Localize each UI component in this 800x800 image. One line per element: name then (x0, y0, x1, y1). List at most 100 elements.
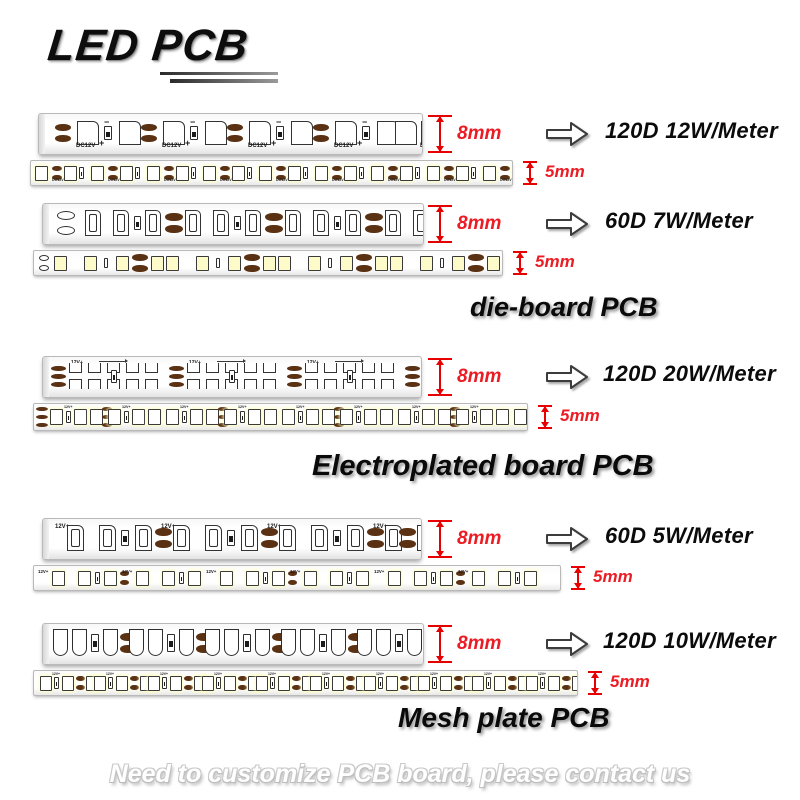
ic-chip (104, 258, 108, 268)
resistor (332, 175, 342, 180)
board-marking-dc12v: DC12V (76, 143, 96, 149)
resistor (184, 685, 193, 690)
ic-chip-body (236, 221, 239, 227)
pad-inner (209, 529, 218, 547)
ic-chip-body (361, 172, 362, 177)
resistor (244, 254, 260, 261)
resistor (102, 407, 112, 411)
resistor (108, 175, 118, 180)
led-chip (91, 166, 104, 181)
led-chip (375, 256, 388, 271)
led-chip (340, 409, 353, 425)
pad-inner (249, 214, 257, 232)
resistor (334, 415, 344, 419)
resistor (456, 580, 465, 585)
ic-chip (415, 167, 420, 179)
resistor (367, 528, 384, 536)
led-chip (304, 571, 317, 586)
dimension-line (544, 405, 546, 429)
board-marking-12v: 12V+ (538, 672, 547, 676)
pad-inner (177, 529, 186, 547)
solder-pad-lower (126, 379, 139, 389)
resistor (334, 423, 344, 427)
ic-chip (179, 572, 184, 584)
ic-chip-body (192, 131, 196, 137)
resistor (450, 407, 460, 411)
resistor (365, 213, 383, 221)
pcb-board-top-60d-5w: 12V+12V+12V+12V+ (42, 518, 422, 560)
led-chip (278, 256, 291, 271)
right-arrow-icon (545, 211, 589, 237)
pcb-trace (335, 361, 361, 362)
solder-pad-upper (324, 363, 337, 373)
led-chip (120, 166, 133, 181)
dimension-arrow-up (591, 672, 599, 678)
resistor (196, 633, 212, 641)
pad-inner (289, 214, 297, 232)
resistor (450, 415, 460, 419)
led-chip (116, 676, 128, 691)
ic-chip-body (321, 641, 325, 648)
led-chip (224, 409, 237, 425)
resistor (130, 676, 139, 681)
resistor (52, 175, 62, 180)
dimension-line (439, 205, 441, 243)
dimension-line (519, 251, 521, 275)
spec-label-120d-10w: 120D 10W/Meter (603, 628, 776, 653)
brand-logo: LED PCB (45, 21, 308, 92)
resistor (165, 213, 183, 221)
dimension-arrow-down (436, 146, 444, 152)
spec-label-60d-7w: 60D 7W/Meter (605, 208, 753, 233)
ic-chip-body (184, 416, 185, 421)
led-chip (440, 676, 452, 691)
led-chip (390, 256, 403, 271)
led-chip (398, 409, 411, 425)
led-chip (108, 409, 121, 425)
solder-pad-lower (88, 379, 101, 389)
resistor (468, 265, 484, 272)
ic-chip (167, 634, 175, 652)
solder-pad (417, 525, 421, 551)
resistor (272, 645, 288, 653)
ic-chip (182, 411, 187, 423)
solder-pad-lower (305, 379, 318, 389)
solder-pad-upper (263, 363, 276, 373)
resistor (196, 645, 212, 653)
ic-chip-body (300, 416, 301, 421)
led-chip (50, 409, 63, 425)
section-title-mesh-plate: Mesh plate PCB (398, 702, 610, 733)
dimension-arrow-down (591, 688, 599, 694)
resistor (218, 415, 228, 419)
resistor (332, 166, 342, 171)
resistor (220, 166, 230, 171)
solder-pad-upper (244, 363, 257, 373)
dimension-arrow-down (574, 583, 582, 589)
led-chip (256, 676, 268, 691)
dimension-arrow-up (436, 521, 444, 527)
right-arrow-icon (545, 364, 589, 390)
dimension-label-8mm: 8mm (457, 633, 502, 654)
led-chip (480, 409, 493, 425)
row-120d-20w: 12V+WC12V+WC12V+WC12V+WC 8mm 120D 20W/Me… (0, 356, 800, 402)
pad-inner (217, 214, 225, 232)
board-cap-left (39, 114, 45, 154)
ic-chip-body (97, 577, 98, 582)
resistor (130, 685, 139, 690)
dimension-line (439, 520, 441, 558)
ic-chip-body (126, 416, 127, 421)
board-marking-dc12v: DC12V (444, 178, 456, 182)
resistor (132, 254, 148, 261)
ic-chip (431, 572, 436, 584)
board-marking-12v: 12V+ (160, 672, 169, 676)
board-marking-dc12v: DC12V (162, 143, 182, 149)
resistor (276, 166, 286, 171)
pcb-trace (217, 361, 243, 362)
ic-chip (356, 411, 361, 423)
resistor (365, 225, 383, 233)
solder-pad-oval (57, 226, 75, 235)
resistor (102, 415, 112, 419)
led-chip (40, 676, 52, 691)
resistor (500, 166, 510, 171)
ic-chip-body (349, 375, 351, 380)
